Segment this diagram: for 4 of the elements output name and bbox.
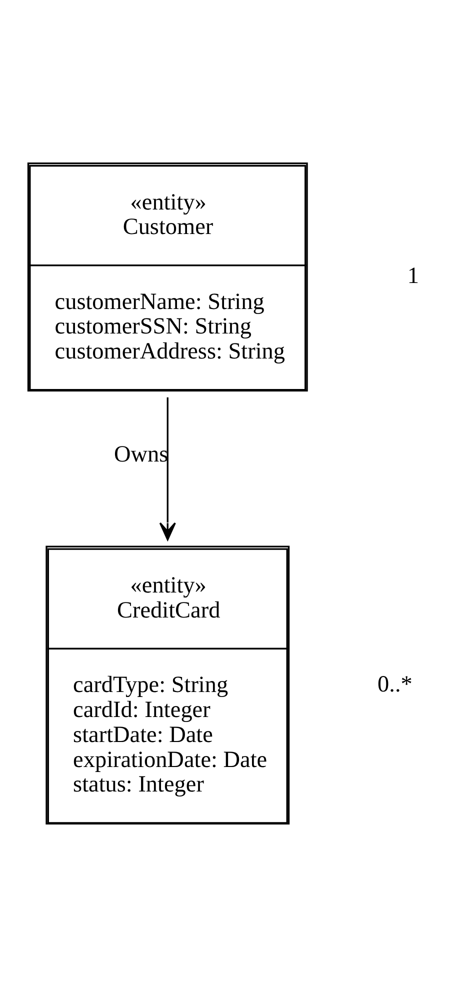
arrow xyxy=(159,397,176,540)
label: 0..* xyxy=(378,671,412,698)
edge-label: Owns xyxy=(114,442,168,468)
label: 1 xyxy=(407,263,420,290)
